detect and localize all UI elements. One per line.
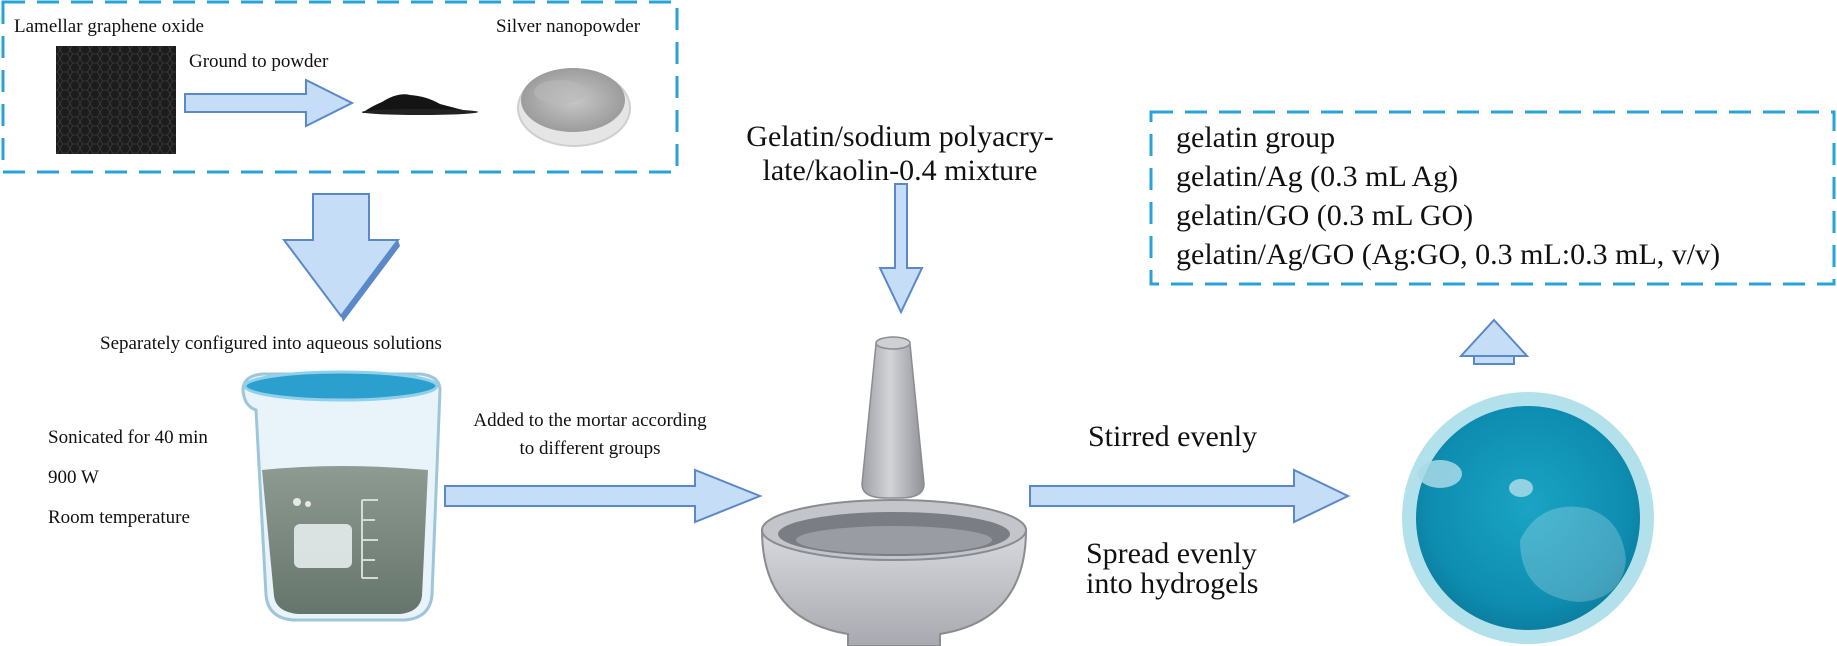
solution-step-label: Separately configured into aqueous solut… <box>100 333 442 354</box>
mortar <box>760 499 1028 646</box>
mixture-down-arrow <box>878 183 924 315</box>
group-item: gelatin group <box>1176 121 1336 154</box>
spread-step-label: Spread evenly into hydrogels <box>1086 537 1259 601</box>
groups-dashed-box <box>1149 110 1836 286</box>
materials-dashed-box <box>1 0 679 174</box>
graphene-oxide-image <box>56 46 176 154</box>
mixture-line2: late/kaolin-0.4 mixture <box>762 154 1038 187</box>
silver-dish <box>517 68 631 147</box>
arrow-to-mortar <box>444 468 763 524</box>
ground-to-powder-label: Ground to powder <box>189 51 329 72</box>
hydrogel-sphere <box>1402 392 1654 644</box>
ground-arrow <box>184 78 355 128</box>
silver-nanopowder-label: Silver nanopowder <box>496 16 641 37</box>
groups-list: gelatin group gelatin/Ag (0.3 mL Ag) gel… <box>1176 118 1720 274</box>
group-item: gelatin/Ag/GO (Ag:GO, 0.3 mL:0.3 mL, v/v… <box>1176 238 1721 271</box>
beaker <box>241 370 442 622</box>
added-step-label: Added to the mortar according to differe… <box>450 407 730 463</box>
spread-step-line1: Spread evenly <box>1086 537 1257 570</box>
arrow-to-hydrogel <box>1029 468 1351 524</box>
sonication-temperature-label: Room temperature <box>48 507 190 528</box>
group-item: gelatin/Ag (0.3 mL Ag) <box>1176 160 1459 193</box>
group-item: gelatin/GO (0.3 mL GO) <box>1176 199 1474 232</box>
graphene-oxide-label: Lamellar graphene oxide <box>14 16 204 37</box>
mixture-line1: Gelatin/sodium polyacry- <box>746 120 1054 153</box>
spread-step-line2: into hydrogels <box>1086 567 1259 600</box>
sonication-time-label: Sonicated for 40 min <box>48 427 208 448</box>
stir-step-label: Stirred evenly <box>1088 420 1258 453</box>
black-powder-pile <box>362 94 476 113</box>
down-arrow-shade <box>341 240 400 322</box>
pestle <box>861 336 925 499</box>
down-arrow-to-solutions <box>282 193 400 318</box>
mixture-label: Gelatin/sodium polyacry- late/kaolin-0.4… <box>700 120 1100 188</box>
powder-shadow <box>362 109 478 115</box>
sonication-power-label: 900 W <box>48 467 99 488</box>
added-step-line2: to different groups <box>519 438 661 459</box>
added-step-line1: Added to the mortar according <box>473 410 707 431</box>
